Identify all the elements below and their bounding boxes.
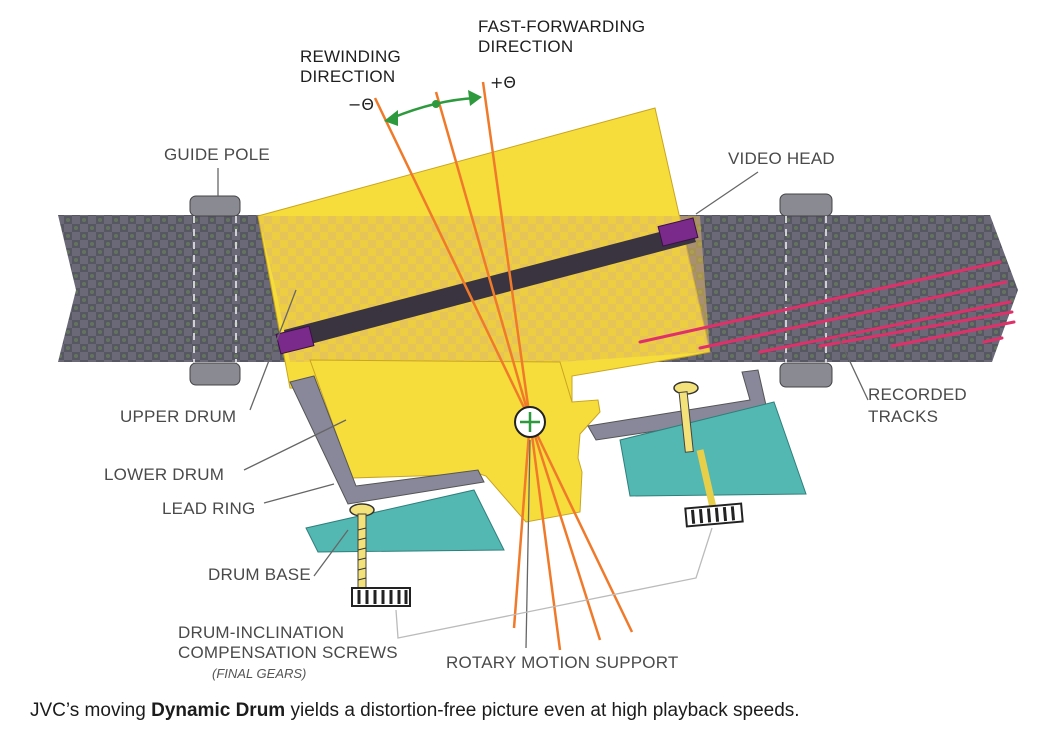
gear-left [351, 587, 411, 607]
label-rotary-support: ROTARY MOTION SUPPORT [446, 653, 678, 672]
label-fast-forwarding-line1: FAST-FORWARDING [478, 17, 645, 36]
label-minus-theta: −Θ [348, 95, 374, 114]
label-drum-base: DRUM BASE [208, 565, 311, 584]
caption-part1: JVC’s moving [30, 700, 151, 721]
label-guide-pole: GUIDE POLE [164, 145, 270, 164]
video-head-right [657, 217, 699, 247]
label-screws-line2: COMPENSATION SCREWS [178, 643, 398, 662]
screw-right [673, 381, 718, 513]
arrow-head-left [384, 110, 398, 126]
head-scan-bar [284, 224, 696, 350]
label-screws-line1: DRUM-INCLINATION [178, 623, 344, 642]
label-rewinding-line2: DIRECTION [300, 67, 395, 86]
gear-right [684, 502, 744, 528]
label-upper-drum: UPPER DRUM [120, 407, 236, 426]
label-rewinding-line1: REWINDING [300, 47, 401, 66]
inclination-lines [373, 81, 634, 651]
drum-base-right [619, 401, 807, 497]
label-fast-forwarding-line2: DIRECTION [478, 37, 573, 56]
arrow-head-right [468, 90, 482, 106]
drum-base-left [305, 489, 505, 553]
caption-part3: yields a distortion-free picture even at… [285, 700, 799, 721]
label-plus-theta: +Θ [490, 73, 516, 92]
label-final-gears: (FINAL GEARS) [212, 666, 306, 681]
lead-ring-right [587, 369, 769, 441]
label-lead-ring: LEAD RING [162, 499, 255, 518]
rotary-support-pivot [514, 406, 546, 438]
label-recorded-tracks-line1: RECORDED [868, 385, 967, 404]
recorded-tracks [638, 260, 1016, 354]
leader-lines [217, 168, 869, 649]
label-lower-drum: LOWER DRUM [104, 465, 224, 484]
caption-part2: Dynamic Drum [151, 700, 285, 721]
label-recorded-tracks-line2: TRACKS [868, 407, 938, 426]
video-head-left [275, 325, 315, 355]
arrow-pivot-dot [432, 100, 440, 108]
guide-pole-left [189, 195, 241, 386]
caption: JVC’s moving Dynamic Drum yields a disto… [30, 700, 800, 721]
label-video-head: VIDEO HEAD [728, 149, 835, 168]
lead-ring-left [289, 375, 485, 505]
